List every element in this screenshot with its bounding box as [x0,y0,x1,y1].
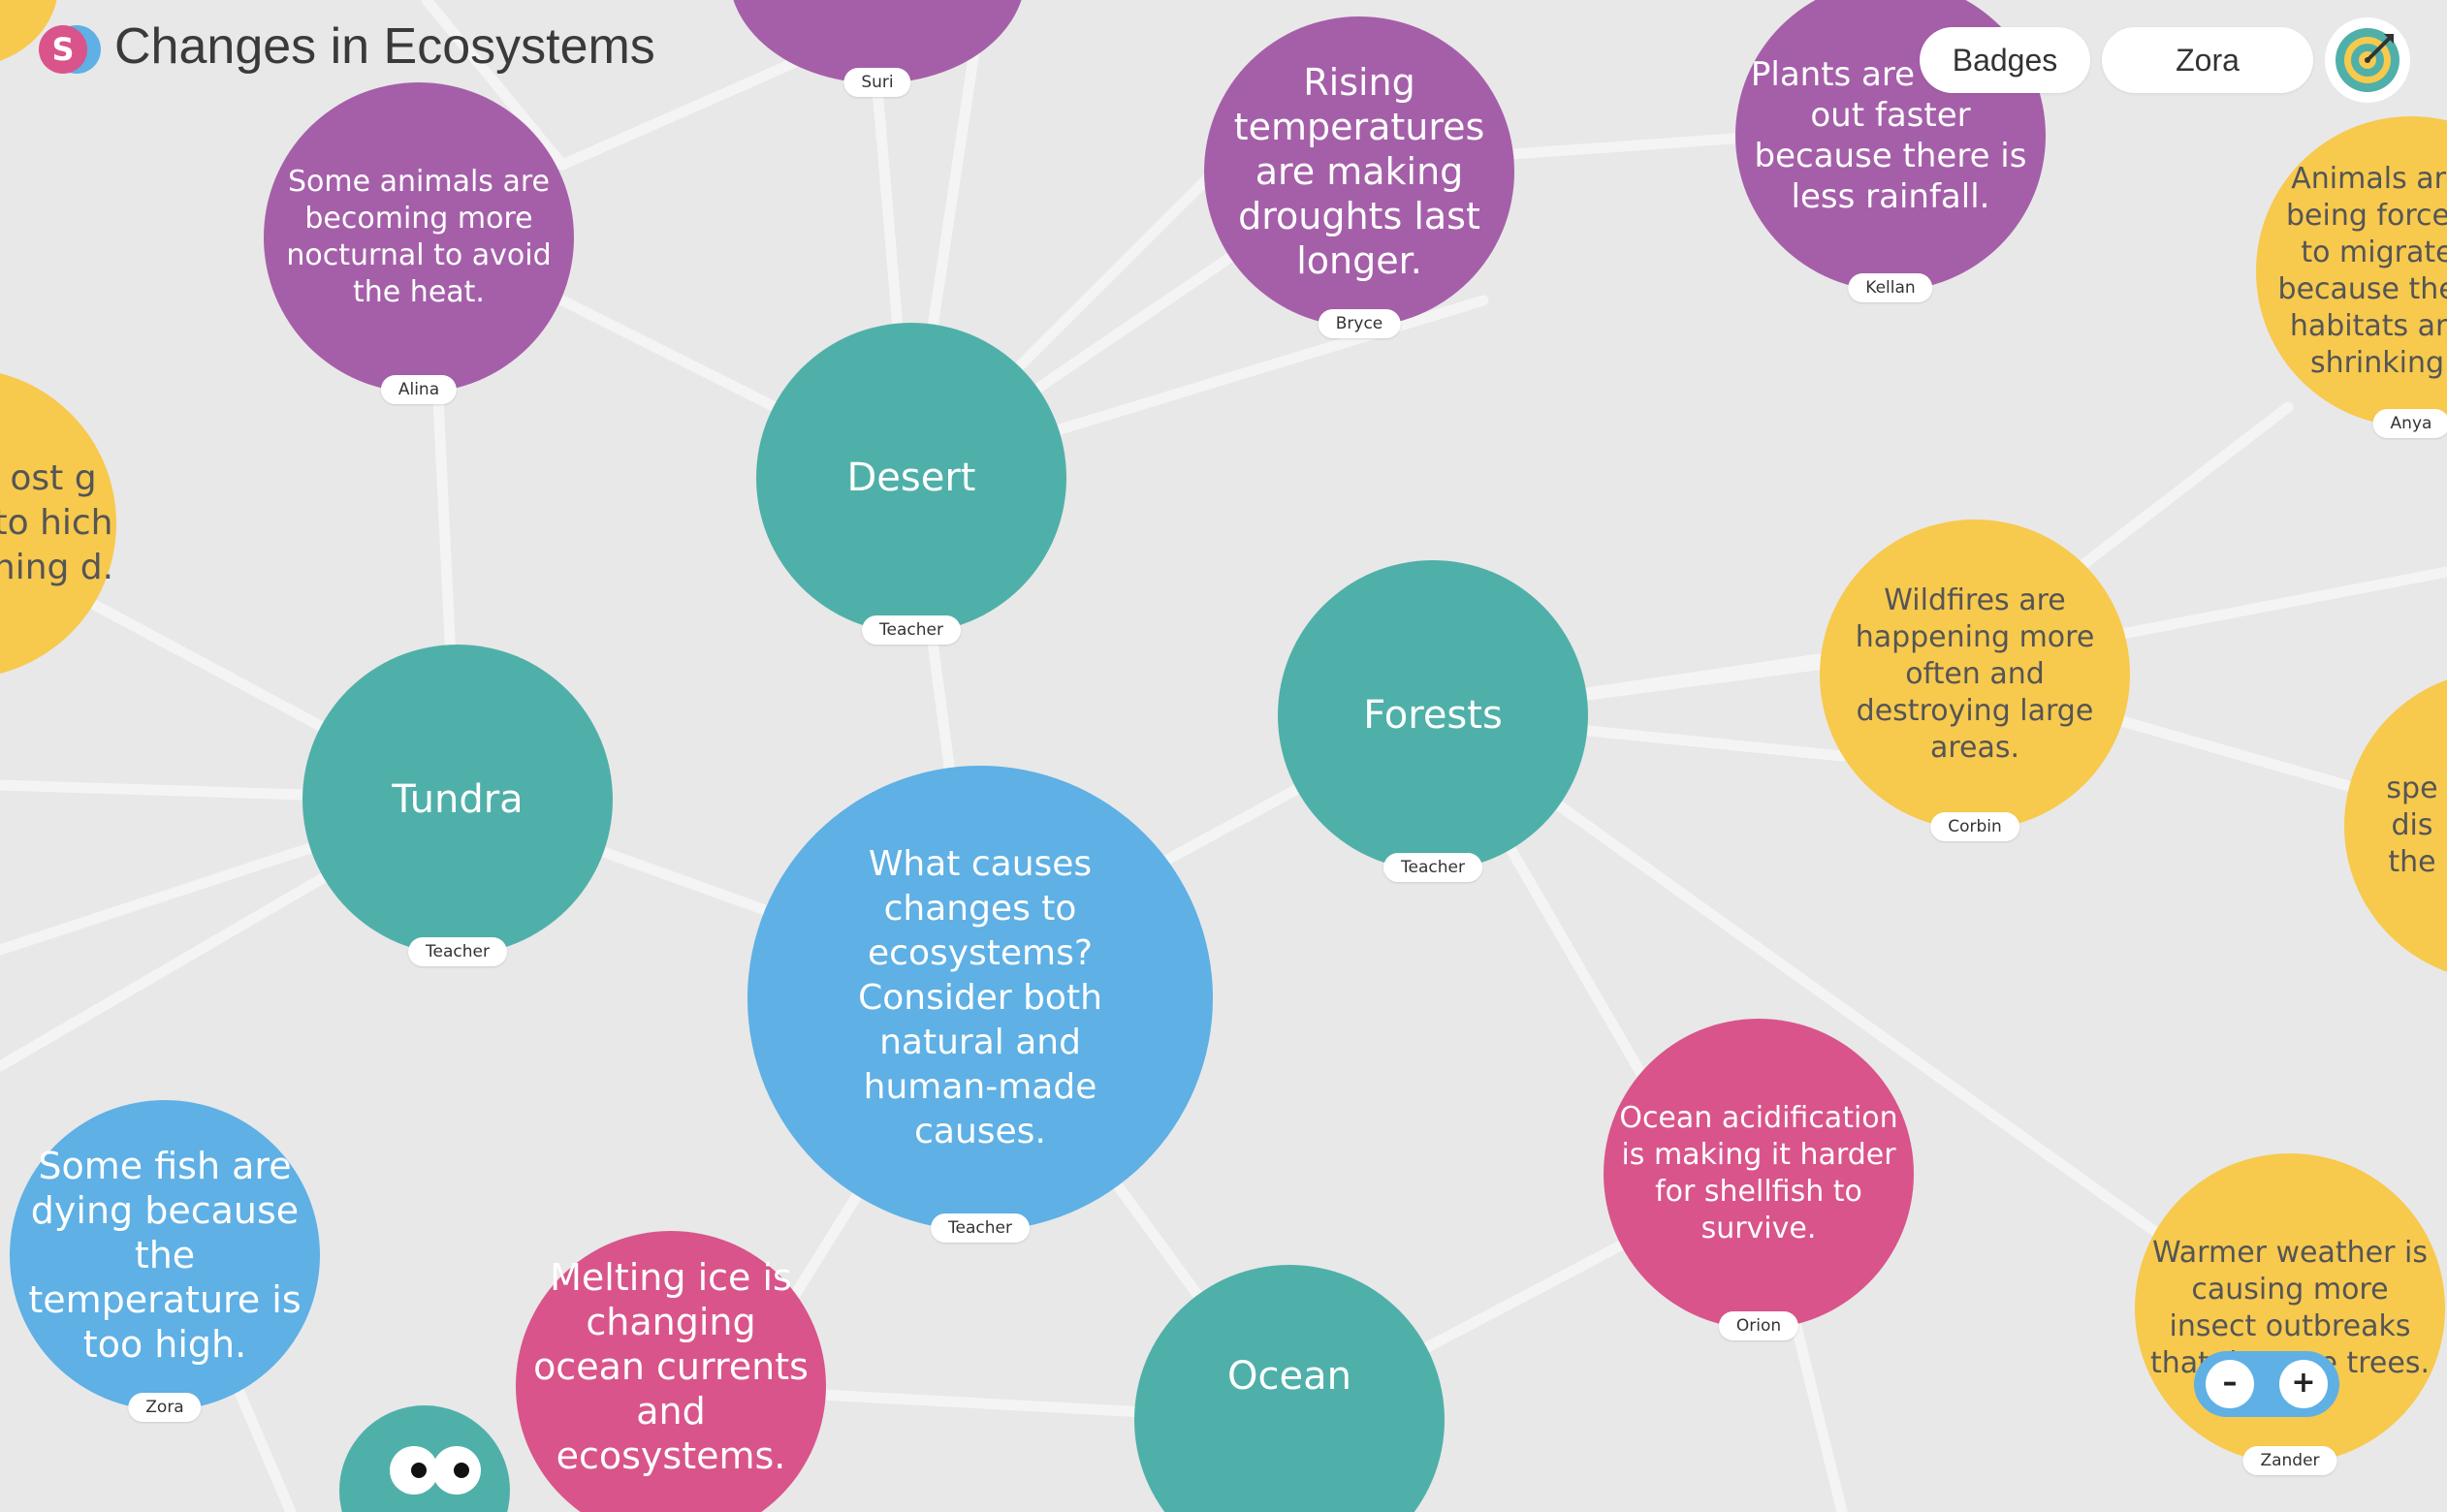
idea-bubble-corbin[interactable]: Wildfires are happening more often and d… [1820,520,2130,841]
idea-bubble-zora[interactable]: Some fish are dying because the temperat… [10,1100,320,1422]
user-menu-button[interactable]: Zora [2102,27,2313,93]
zoom-control: – + [2194,1351,2339,1417]
idea-bubble-orion[interactable]: Ocean acidification is making it harder … [1604,1019,1914,1340]
idea-text: ost g to hich hing d. [0,458,114,587]
zoom-in-button[interactable]: + [2279,1360,2328,1408]
topic-text: Forests [1363,693,1503,738]
idea-bubble-zander[interactable]: Warmer weather is causing more insect ou… [2135,1153,2445,1475]
author-tag: Teacher [408,937,507,966]
author-tag: Anya [2372,409,2447,438]
author-tag: Zora [128,1393,202,1422]
idea-bubble-bryce[interactable]: Rising temperatures are making droughts … [1204,16,1514,338]
author-tag: Teacher [862,615,961,645]
topic-text: Desert [846,456,976,500]
author-tag: Teacher [1383,853,1482,882]
idea-text: Wildfires are happening more often and d… [1855,583,2095,765]
topic-text: Ocean [1227,1354,1351,1399]
author-tag: Suri [843,68,911,97]
idea-text: Some fish are dying because the temperat… [28,1145,302,1366]
topic-bubble-ocean[interactable]: Ocean [1134,1265,1445,1512]
idea-text: Animals are being forced to migrate beca… [2277,162,2447,380]
idea-text: spe dis the [2386,772,2438,879]
idea-bubble-melting-ice[interactable]: Melting ice is changing ocean currents a… [516,1231,826,1512]
idea-text: Ocean acidification is making it harder … [1619,1101,1898,1245]
author-tag: Zander [2242,1446,2337,1475]
idea-text: Some animals are becoming more nocturnal… [286,165,552,309]
central-question-bubble[interactable]: What causes changes to ecosystems? Consi… [747,766,1213,1243]
app-logo[interactable]: S [39,23,103,76]
author-tag: Teacher [931,1213,1030,1243]
author-tag: Alina [380,375,458,404]
topic-bubble-tundra[interactable]: Tundra Teacher [302,645,613,966]
author-tag: Corbin [1930,812,2019,841]
topic-bubble-desert[interactable]: Desert Teacher [756,323,1066,645]
badges-button[interactable]: Badges [1920,27,2090,93]
idea-bubble-alina[interactable]: Some animals are becoming more nocturnal… [264,82,574,404]
topic-text: Tundra [392,777,524,822]
question-text: What causes changes to ecosystems? Consi… [858,844,1102,1151]
idea-text: Rising temperatures are making droughts … [1233,61,1485,282]
author-tag: Kellan [1848,273,1933,302]
author-tag: Bryce [1318,309,1401,338]
logo-letter: S [39,25,87,74]
topic-bubble-forests[interactable]: Forests Teacher [1278,560,1588,882]
target-icon[interactable] [2325,17,2410,103]
idea-bubble-anya[interactable]: Animals are being forced to migrate beca… [2256,116,2447,438]
page-title: Changes in Ecosystems [114,18,655,75]
idea-text: Melting ice is changing ocean currents a… [533,1256,809,1477]
zoom-out-button[interactable]: – [2206,1360,2254,1408]
idea-bubble-right-partial[interactable]: spe dis the [2344,671,2447,981]
author-tag: Orion [1718,1311,1799,1340]
